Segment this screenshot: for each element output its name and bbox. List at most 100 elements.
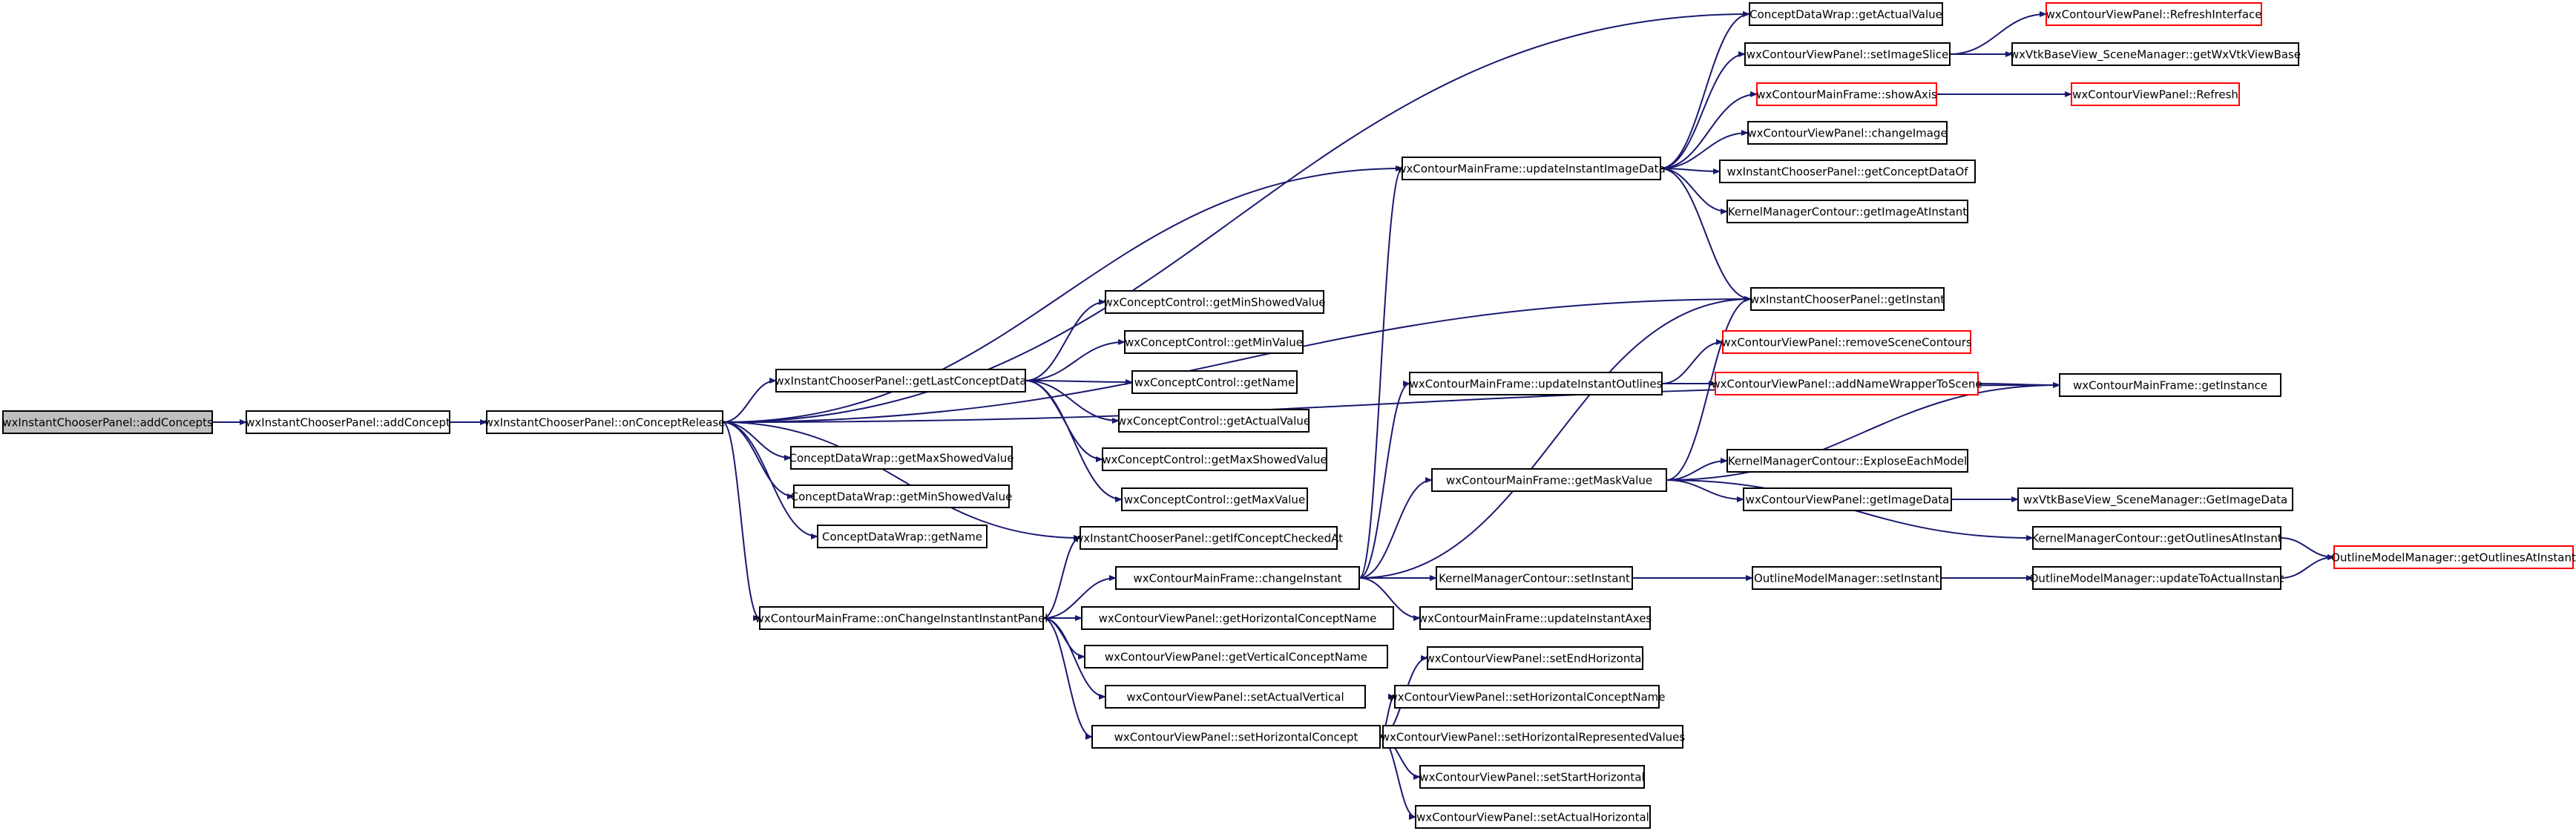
node-box[interactable] — [1121, 487, 1308, 511]
node-box[interactable] — [2046, 2, 2262, 26]
node-wxcontourviewpanel-getimagedata[interactable]: wxContourViewPanel::getImageData — [1743, 487, 1952, 511]
node-box[interactable] — [1747, 121, 1948, 145]
node-wxcontourviewpanel-sethorizontalconceptname[interactable]: wxContourViewPanel::setHorizontalConcept… — [1388, 685, 1666, 709]
node-wxcontourmainframe-getinstance[interactable]: wxContourMainFrame::getInstance — [2059, 373, 2281, 397]
node-wxconceptcontrol-getmaxshowedvalue[interactable]: wxConceptControl::getMaxShowedValue — [1102, 447, 1327, 471]
node-wxcontourmainframe-onchangeinstantinstantpanel[interactable]: wxContourMainFrame::onChangeInstantInsta… — [755, 606, 1048, 630]
node-box[interactable] — [246, 410, 450, 434]
node-box[interactable] — [1436, 566, 1633, 590]
node-wxconceptcontrol-getactualvalue[interactable]: wxConceptControl::getActualValue — [1117, 409, 1310, 433]
node-box[interactable] — [1726, 200, 1968, 223]
node-wxcontourviewpanel-gethorizontalconceptname[interactable]: wxContourViewPanel::getHorizontalConcept… — [1081, 606, 1394, 630]
node-wxinstantchooserpanel-getconceptdataof[interactable]: wxInstantChooserPanel::getConceptDataOf — [1719, 160, 1976, 183]
node-box[interactable] — [1091, 725, 1381, 749]
node-wxinstantchooserpanel-addconcepts[interactable]: wxInstantChooserPanel::addConcepts — [2, 410, 213, 434]
node-box[interactable] — [1419, 765, 1645, 789]
node-wxcontourviewpanel-setactualvertical[interactable]: wxContourViewPanel::setActualVertical — [1105, 685, 1366, 709]
node-box[interactable] — [1726, 449, 1968, 473]
node-wxcontourmainframe-updateinstantaxes[interactable]: wxContourMainFrame::updateInstantAxes — [1419, 606, 1652, 630]
node-outlinemodelmanager-updatetoactualinstant[interactable]: OutlineModelManager::updateToActualInsta… — [2030, 566, 2284, 590]
node-box[interactable] — [2071, 82, 2240, 106]
node-conceptdatawrap-getname[interactable]: ConceptDataWrap::getName — [817, 525, 988, 548]
node-box[interactable] — [1749, 2, 1943, 26]
node-wxinstantchooserpanel-onconceptrelease[interactable]: wxInstantChooserPanel::onConceptRelease — [484, 410, 726, 434]
node-box[interactable] — [2333, 545, 2574, 569]
node-kernelmanagercontour-getimageatinstant[interactable]: KernelManagerContour::getImageAtInstant — [1726, 200, 1968, 223]
node-box[interactable] — [775, 369, 1026, 392]
node-conceptdatawrap-getmaxshowedvalue[interactable]: ConceptDataWrap::getMaxShowedValue — [789, 446, 1014, 470]
node-wxcontourviewpanel-removescenecontours[interactable]: wxContourViewPanel::removeSceneContours — [1721, 330, 1972, 354]
node-kernelmanagercontour-setinstant[interactable]: KernelManagerContour::setInstant — [1436, 566, 1633, 590]
node-box[interactable] — [817, 525, 988, 548]
node-wxvtkbaseview-scenemanager-getimagedata[interactable]: wxVtkBaseView_SceneManager::GetImageData — [2017, 487, 2293, 511]
node-wxcontourmainframe-showaxis[interactable]: wxContourMainFrame::showAxis — [1756, 82, 1937, 106]
node-wxcontourmainframe-updateinstantoutlines[interactable]: wxContourMainFrame::updateInstantOutline… — [1409, 372, 1663, 395]
node-box[interactable] — [759, 606, 1044, 630]
node-wxcontourviewpanel-setactualhorizontal[interactable]: wxContourViewPanel::setActualHorizontal — [1415, 805, 1651, 829]
node-box[interactable] — [1722, 330, 1971, 354]
node-box[interactable] — [1102, 447, 1327, 471]
node-box[interactable] — [1382, 725, 1683, 749]
node-box[interactable] — [1756, 82, 1937, 106]
node-box[interactable] — [1743, 487, 1952, 511]
node-box[interactable] — [793, 485, 1010, 508]
node-wxcontourviewpanel-getverticalconceptname[interactable]: wxContourViewPanel::getVerticalConceptNa… — [1084, 645, 1388, 669]
node-wxcontourviewpanel-setstarthorizontal[interactable]: wxContourViewPanel::setStartHorizontal — [1419, 765, 1645, 789]
node-box[interactable] — [1124, 330, 1304, 354]
node-box[interactable] — [486, 410, 723, 434]
node-wxconceptcontrol-getminshowedvalue[interactable]: wxConceptControl::getMinShowedValue — [1103, 290, 1326, 314]
node-box[interactable] — [2032, 566, 2281, 590]
node-box[interactable] — [1402, 157, 1661, 180]
node-wxinstantchooserpanel-getifconceptcheckedat[interactable]: wxInstantChooserPanel::getIfConceptCheck… — [1074, 526, 1343, 550]
node-wxcontourviewpanel-addnamewrappertoscene[interactable]: wxContourViewPanel::addNameWrapperToScen… — [1711, 372, 1982, 395]
node-box[interactable] — [1419, 606, 1651, 630]
node-wxcontourviewpanel-sethorizontalrepresentedvalues[interactable]: wxContourViewPanel::setHorizontalReprese… — [1381, 725, 1686, 749]
node-box[interactable] — [1105, 685, 1366, 709]
node-outlinemodelmanager-getoutlinesatinstant[interactable]: OutlineModelManager::getOutlinesAtInstan… — [2331, 545, 2576, 569]
node-box[interactable] — [1084, 645, 1388, 669]
node-wxvtkbaseview-scenemanager-getwxvtkviewbase[interactable]: wxVtkBaseView_SceneManager::getWxVtkView… — [2010, 42, 2301, 66]
node-wxcontourviewpanel-setimageslice[interactable]: wxContourViewPanel::setImageSlice — [1744, 42, 1951, 66]
node-box[interactable] — [2017, 487, 2293, 511]
node-wxconceptcontrol-getmaxvalue[interactable]: wxConceptControl::getMaxValue — [1121, 487, 1308, 511]
node-box[interactable] — [1118, 409, 1310, 433]
node-box[interactable] — [2, 410, 213, 434]
node-box[interactable] — [2059, 373, 2281, 397]
node-box[interactable] — [1081, 606, 1394, 630]
node-box[interactable] — [1744, 42, 1951, 66]
node-wxinstantchooserpanel-getinstant[interactable]: wxInstantChooserPanel::getInstant — [1750, 287, 1945, 311]
node-box[interactable] — [1394, 685, 1660, 709]
node-wxcontourviewpanel-setendhorizontal[interactable]: wxContourViewPanel::setEndHorizontal — [1425, 646, 1645, 670]
node-box[interactable] — [2011, 42, 2299, 66]
node-box[interactable] — [1080, 526, 1338, 550]
node-box[interactable] — [1409, 372, 1663, 395]
node-kernelmanagercontour-getoutlinesatinstant[interactable]: KernelManagerContour::getOutlinesAtInsta… — [2031, 526, 2282, 550]
node-wxcontourviewpanel-changeimage[interactable]: wxContourViewPanel::changeImage — [1747, 121, 1948, 145]
node-wxcontourmainframe-updateinstantimagedata[interactable]: wxContourMainFrame::updateInstantImageDa… — [1397, 157, 1666, 180]
node-box[interactable] — [1415, 805, 1651, 829]
node-box[interactable] — [1131, 370, 1298, 394]
node-wxinstantchooserpanel-addconcept[interactable]: wxInstantChooserPanel::addConcept — [246, 410, 450, 434]
node-box[interactable] — [2032, 526, 2281, 550]
node-box[interactable] — [790, 446, 1013, 470]
node-outlinemodelmanager-setinstant[interactable]: OutlineModelManager::setInstant — [1752, 566, 1942, 590]
node-wxcontourviewpanel-refresh[interactable]: wxContourViewPanel::Refresh — [2071, 82, 2240, 106]
node-box[interactable] — [1715, 372, 1979, 395]
node-box[interactable] — [1431, 468, 1667, 492]
node-wxinstantchooserpanel-getlastconceptdata[interactable]: wxInstantChooserPanel::getLastConceptDat… — [775, 369, 1027, 392]
node-box[interactable] — [1752, 566, 1942, 590]
node-box[interactable] — [1105, 290, 1324, 314]
node-wxcontourviewpanel-sethorizontalconcept[interactable]: wxContourViewPanel::setHorizontalConcept — [1091, 725, 1381, 749]
node-box[interactable] — [1719, 160, 1976, 183]
node-wxcontourmainframe-changeinstant[interactable]: wxContourMainFrame::changeInstant — [1115, 566, 1360, 590]
node-wxcontourviewpanel-refreshinterface[interactable]: wxContourViewPanel::RefreshInterface — [2046, 2, 2262, 26]
node-box[interactable] — [1427, 646, 1643, 670]
node-wxconceptcontrol-getminvalue[interactable]: wxConceptControl::getMinValue — [1124, 330, 1304, 354]
node-box[interactable] — [1750, 287, 1945, 311]
node-wxcontourmainframe-getmaskvalue[interactable]: wxContourMainFrame::getMaskValue — [1431, 468, 1667, 492]
node-kernelmanagercontour-exploseeachmodel[interactable]: KernelManagerContour::ExploseEachModel — [1726, 449, 1968, 473]
node-conceptdatawrap-getactualvalue[interactable]: ConceptDataWrap::getActualValue — [1749, 2, 1943, 26]
node-box[interactable] — [1115, 566, 1360, 590]
node-wxconceptcontrol-getname[interactable]: wxConceptControl::getName — [1131, 370, 1298, 394]
node-conceptdatawrap-getminshowedvalue[interactable]: ConceptDataWrap::getMinShowedValue — [791, 485, 1013, 508]
